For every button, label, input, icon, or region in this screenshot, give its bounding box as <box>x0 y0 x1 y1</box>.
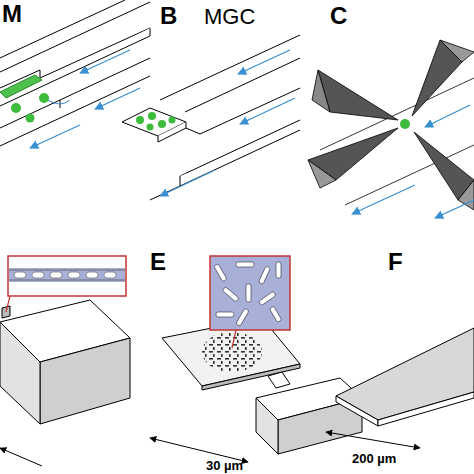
chip-drawing <box>0 256 130 466</box>
flow-arrow <box>160 50 295 196</box>
panel-label: F <box>388 250 403 274</box>
panel-label: MGC <box>204 6 255 28</box>
chip-drawing <box>150 256 362 462</box>
panel-label: M <box>2 2 22 26</box>
flow-arrow <box>352 105 474 218</box>
electrode-drawing <box>308 40 474 210</box>
dimension-label: 200 µm <box>352 452 396 465</box>
chip-drawing <box>326 328 474 448</box>
chamber-drawing <box>122 35 300 200</box>
panel-label: C <box>330 4 347 28</box>
panel-label: B <box>160 4 177 28</box>
dimension-label: 30 µm <box>206 459 243 472</box>
flow-arrow <box>30 50 140 148</box>
panel-label: E <box>150 250 166 274</box>
